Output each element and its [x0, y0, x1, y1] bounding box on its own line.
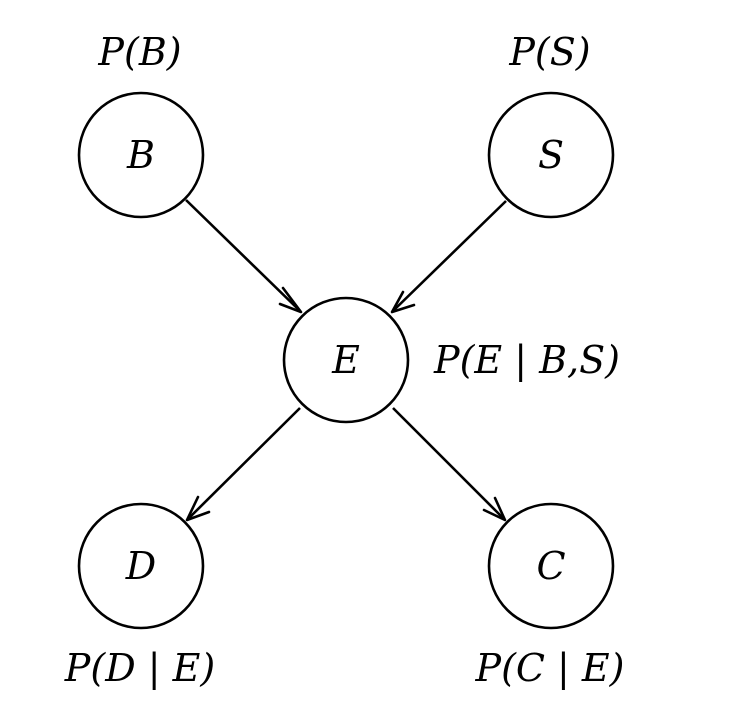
node-d-label: D: [125, 544, 156, 588]
node-s-circle: [487, 91, 615, 219]
node-c: C: [487, 502, 615, 630]
arrowhead-e-to-c: [482, 496, 507, 522]
arrowhead-s-to-e: [390, 290, 416, 314]
arrowhead-b-to-e: [278, 286, 303, 314]
node-e-prob-label: P(E | B,S): [433, 338, 620, 382]
edge-e-to-c: [392, 407, 507, 522]
node-s-label: S: [538, 133, 564, 177]
edge-s-to-e: [390, 200, 507, 314]
node-e-label: E: [331, 338, 360, 382]
edge-b-to-e: [185, 199, 303, 314]
node-d: D: [77, 502, 205, 630]
node-d-prob-label: P(D | E): [64, 646, 215, 690]
node-s: S: [487, 91, 615, 219]
node-b-label: B: [126, 133, 155, 177]
node-b-circle: [77, 91, 205, 219]
edge-e-to-d: [185, 407, 301, 522]
node-e-circle: [282, 296, 410, 424]
node-c-circle: [487, 502, 615, 630]
node-b-prob-label: P(B): [97, 30, 181, 74]
arrowhead-e-to-d: [185, 495, 211, 522]
node-c-prob-label: P(C | E): [475, 646, 625, 690]
node-s-prob-label: P(S): [508, 30, 590, 74]
node-c-label: C: [536, 544, 565, 588]
node-d-circle: [77, 502, 205, 630]
node-b: B: [77, 91, 205, 219]
node-e: E: [282, 296, 410, 424]
